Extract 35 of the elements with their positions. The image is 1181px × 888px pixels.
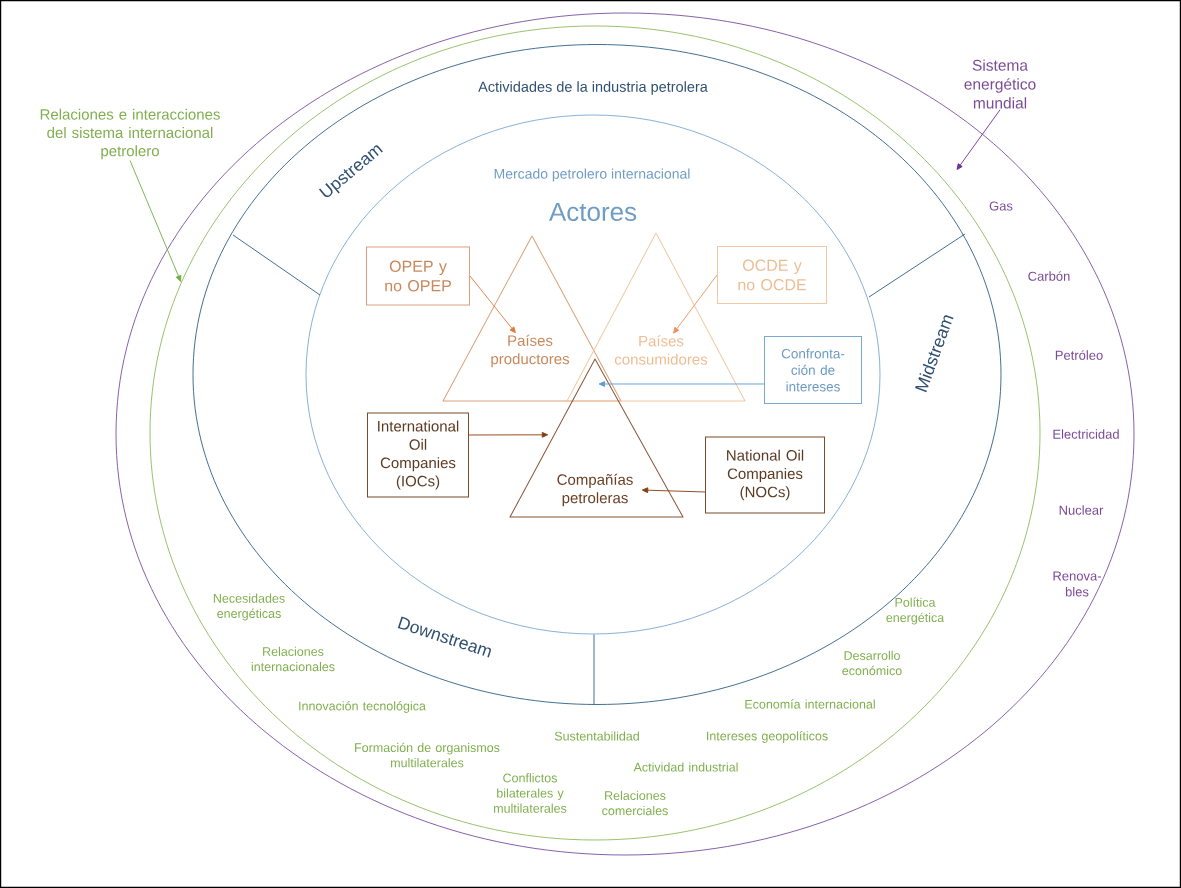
callout-text: Sistema energético mundial [964,59,1036,109]
energy-source-label: Electricidad [1053,429,1119,439]
factor-label: Necesidades energéticas [213,593,285,621]
arrow [641,487,706,494]
actor-box: International Oil Companies (IOCs) [367,412,469,498]
arrow [598,381,765,387]
callout-text: Relaciones e interacciones del sistema internacional petrolero [40,108,220,160]
factor-label: Innovación tecnológica [299,701,426,713]
arrow [956,109,1001,170]
arrow [129,160,182,282]
factor-label: Relaciones internacionales [251,646,335,672]
energy-source-label: Nuclear [1059,505,1104,515]
factor-label: Intereses geopolíticos [707,731,828,743]
segment-label: Actividades de la industria petrolera [478,81,708,95]
actor-box: Confronta- ción de intereses [764,336,862,404]
arrow [673,274,718,334]
ring-title: Mercado petrolero internacional [494,168,690,182]
ring-title: Actores [549,202,637,222]
factor-label: Conflictos bilaterales y multilaterales [494,773,567,813]
actor-box: OPEP y no OPEP [366,246,470,306]
actor-box: National Oil Companies (NOCs) [705,436,825,514]
factor-label: Relaciones comerciales [602,790,668,816]
factor-label: Formación de organismos multilaterales [355,742,500,768]
factor-label: Desarrollo económico [842,650,902,676]
factor-label: Política energética [886,597,945,625]
factor-label: Sustentabilidad [554,731,639,741]
energy-source-label: Renova- bles [1053,571,1101,597]
energy-source-label: Gas [989,201,1013,211]
energy-source-label: Carbón [1028,271,1070,281]
actor-box: OCDE y no OCDE [717,246,827,304]
factor-label: Economía internacional [745,699,875,709]
energy-source-label: Petróleo [1055,350,1103,360]
arrow [468,431,549,438]
arrow [469,275,516,334]
factor-label: Actividad industrial [633,762,738,772]
